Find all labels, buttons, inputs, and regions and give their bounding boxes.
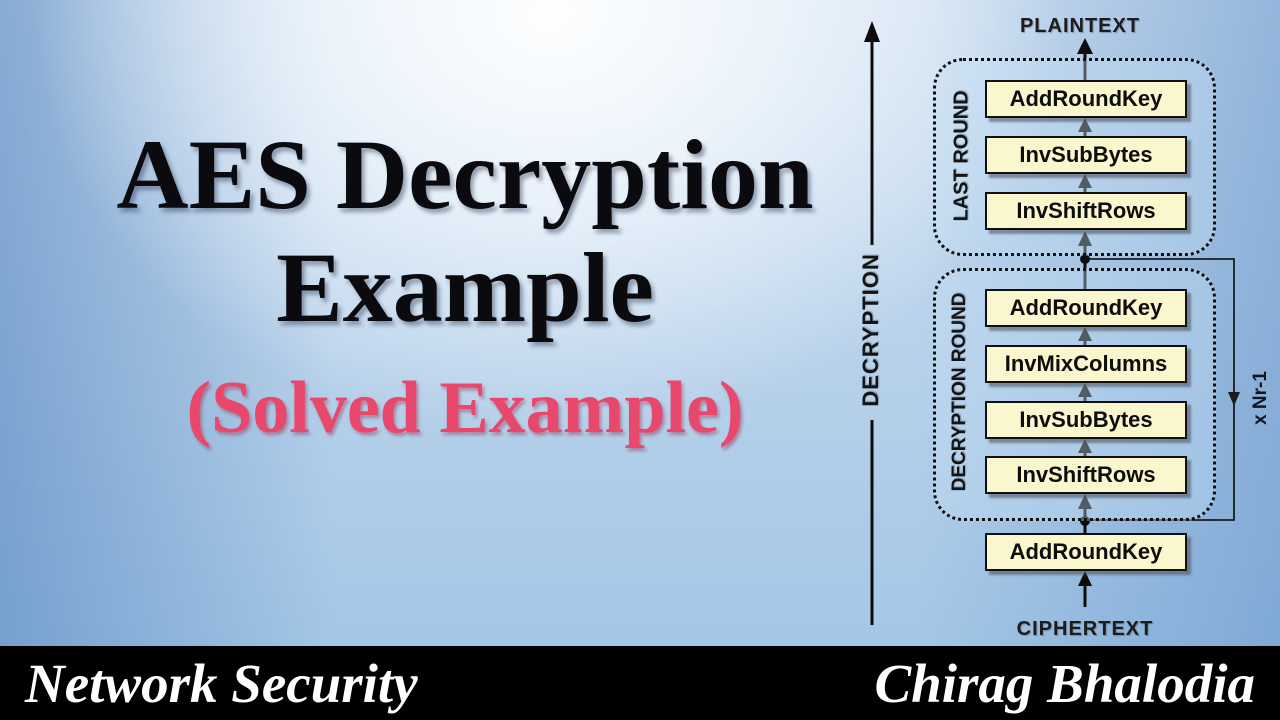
- loop-count-label: x Nr-1: [1250, 371, 1271, 425]
- step-invshiftrows-round: InvShiftRows: [985, 456, 1187, 494]
- step-addroundkey-initial: AddRoundKey: [985, 533, 1187, 571]
- plaintext-label: PLAINTEXT: [1019, 15, 1141, 37]
- step-invsubbytes-last: InvSubBytes: [985, 136, 1187, 174]
- step-addroundkey-round: AddRoundKey: [985, 289, 1187, 327]
- last-round-label: LAST ROUND: [950, 90, 973, 222]
- footer-author-name: Chirag Bhalodia: [874, 652, 1255, 714]
- decryption-round-label: DECRYPTION ROUND: [949, 292, 970, 492]
- ciphertext-label: CIPHERTEXT: [1016, 618, 1154, 640]
- step-invshiftrows-last: InvShiftRows: [985, 192, 1187, 230]
- step-invsubbytes-round: InvSubBytes: [985, 401, 1187, 439]
- title-block: AES Decryption Example (Solved Example): [0, 118, 930, 451]
- page-title-line2: Example: [276, 232, 654, 343]
- page-title-line1: AES Decryption: [116, 119, 814, 230]
- page-subtitle: (Solved Example): [186, 367, 744, 449]
- footer-course-name: Network Security: [25, 652, 418, 714]
- step-addroundkey-last: AddRoundKey: [985, 80, 1187, 118]
- step-invmixcolumns-round: InvMixColumns: [985, 345, 1187, 383]
- footer-bar: Network Security Chirag Bhalodia: [0, 646, 1280, 720]
- decryption-axis-label: DECRYPTION: [858, 253, 883, 407]
